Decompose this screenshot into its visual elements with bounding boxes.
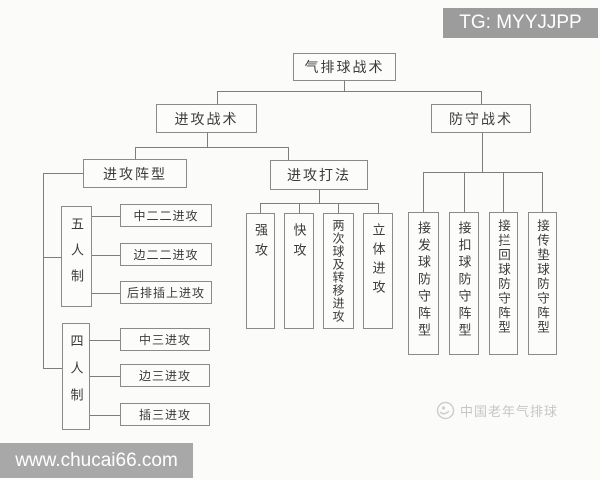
node-3d-attack: 立体进攻 [363, 213, 393, 329]
node-defense-tactics: 防守战术 [431, 104, 531, 133]
connector-line [43, 173, 84, 174]
connector-line [90, 376, 120, 377]
connector-line [217, 91, 482, 92]
tg-contact-badge: TG: MYYJJPP [443, 8, 598, 38]
connector-line [482, 133, 483, 173]
node-attack-method: 进攻打法 [270, 160, 368, 190]
connector-line [43, 257, 62, 258]
node-mid-3-attack: 中三进攻 [120, 328, 210, 351]
node-attack-tactics: 进攻战术 [156, 104, 257, 133]
connector-line [542, 172, 543, 213]
connector-line [378, 203, 379, 213]
node-side-3-attack: 边三进攻 [120, 364, 210, 387]
connector-line [43, 368, 63, 369]
node-attack-formation: 进攻阵型 [83, 159, 187, 188]
connector-line [43, 173, 44, 369]
node-five-player-system: 五人制 [61, 206, 92, 307]
node-backrow-insert-attack: 后排插上进攻 [120, 281, 212, 304]
node-spike-receive-defense: 接扣球防守阵型 [449, 212, 479, 355]
node-mid-22-attack: 中二二进攻 [120, 204, 212, 227]
connector-line [464, 172, 465, 213]
connector-line [423, 172, 424, 213]
node-power-attack: 强攻 [246, 213, 275, 329]
node-block-rebound-defense: 接拦回球防守阵型 [489, 212, 518, 355]
connector-line [344, 81, 345, 92]
connector-line [90, 340, 120, 341]
connector-line [288, 147, 289, 161]
senior-volleyball-logo-icon [436, 401, 455, 420]
node-second-ball-transfer-attack: 两次球及转移进攻 [323, 213, 354, 329]
connector-line [92, 293, 120, 294]
node-quick-attack: 快攻 [284, 213, 314, 329]
connector-line [338, 203, 339, 213]
connector-line [481, 91, 482, 105]
node-four-player-system: 四人制 [62, 323, 90, 430]
connector-line [207, 133, 208, 148]
node-root: 气排球战术 [293, 53, 396, 81]
watermark-label: 中国老年气排球 [460, 404, 559, 419]
connector-line [90, 415, 120, 416]
node-serve-receive-defense: 接发球防守阵型 [408, 212, 439, 355]
node-side-22-attack: 边二二进攻 [120, 243, 212, 266]
connector-line [423, 172, 543, 173]
connector-line [135, 147, 289, 148]
node-pass-dig-defense: 接传垫球防守阵型 [528, 212, 557, 355]
connector-line [299, 203, 300, 213]
connector-line [260, 203, 261, 213]
watermark: 中国老年气排球 [436, 401, 558, 420]
connector-line [319, 190, 320, 204]
connector-line [92, 216, 120, 217]
node-insert-3-attack: 插三进攻 [120, 403, 210, 426]
connector-line [92, 255, 120, 256]
connector-line [217, 91, 218, 105]
connector-line [260, 203, 379, 204]
website-badge: www.chucai66.com [0, 443, 193, 478]
connector-line [503, 172, 504, 213]
connector-line [135, 147, 136, 160]
